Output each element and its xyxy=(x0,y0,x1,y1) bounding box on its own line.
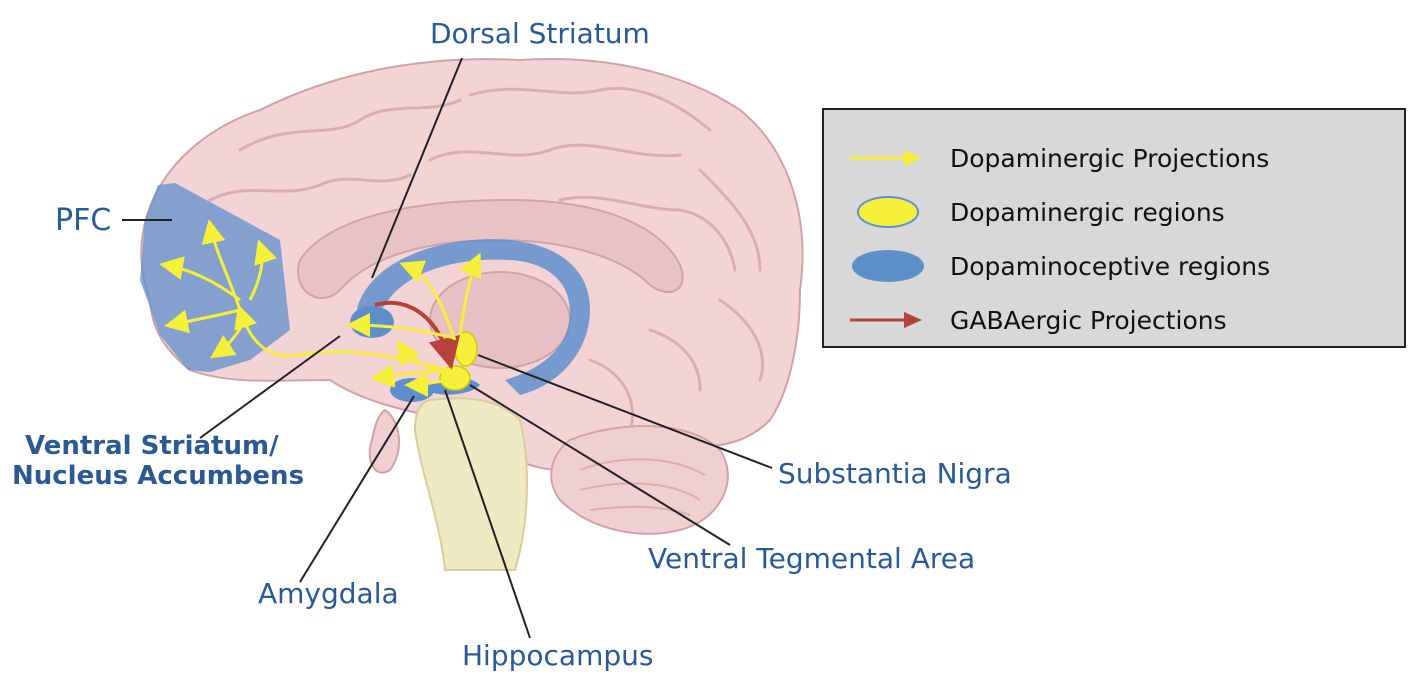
legend-item: Dopaminergic Projections xyxy=(824,130,1404,184)
pituitary xyxy=(368,408,401,474)
legend-label: Dopaminergic regions xyxy=(950,198,1225,227)
dorsal-striatum-label: Dorsal Striatum xyxy=(430,17,650,50)
substantia-nigra-region xyxy=(454,331,478,367)
gabaergic-projection xyxy=(374,300,460,370)
legend-label: Dopaminergic Projections xyxy=(950,144,1270,173)
legend-label: GABAergic Projections xyxy=(950,306,1227,335)
hippocampus-label: Hippocampus xyxy=(462,639,654,672)
vta-label: Ventral Tegmental Area xyxy=(648,542,976,575)
cerebellum xyxy=(550,425,729,535)
pfc-label: PFC xyxy=(55,203,112,238)
amygdala-label: Amygdala xyxy=(258,577,399,610)
red-arrow-icon xyxy=(850,312,922,328)
ventral-striatum-label-line1: Ventral Striatum/ xyxy=(25,431,279,461)
legend-box: Dopaminergic Projections Dopaminergic re… xyxy=(822,108,1406,348)
legend-label: Dopaminoceptive regions xyxy=(950,252,1271,281)
ventral-striatum-region xyxy=(350,306,394,338)
thalamus xyxy=(429,271,571,369)
yellow-ellipse-icon xyxy=(857,196,919,228)
brainstem xyxy=(413,397,528,571)
leader-lines xyxy=(122,57,773,639)
legend-item: GABAergic Projections xyxy=(824,292,1404,346)
legend-item: Dopaminoceptive regions xyxy=(824,238,1404,292)
legend-item: Dopaminergic regions xyxy=(824,184,1404,238)
yellow-arrow-icon xyxy=(850,150,922,166)
dopaminergic-projections xyxy=(159,219,482,397)
substantia-nigra-label: Substantia Nigra xyxy=(778,457,1012,490)
ventral-striatum-label-line2: Nucleus Accumbens xyxy=(12,461,305,491)
blue-ellipse-icon xyxy=(852,250,924,282)
gyri-folds xyxy=(208,86,765,432)
